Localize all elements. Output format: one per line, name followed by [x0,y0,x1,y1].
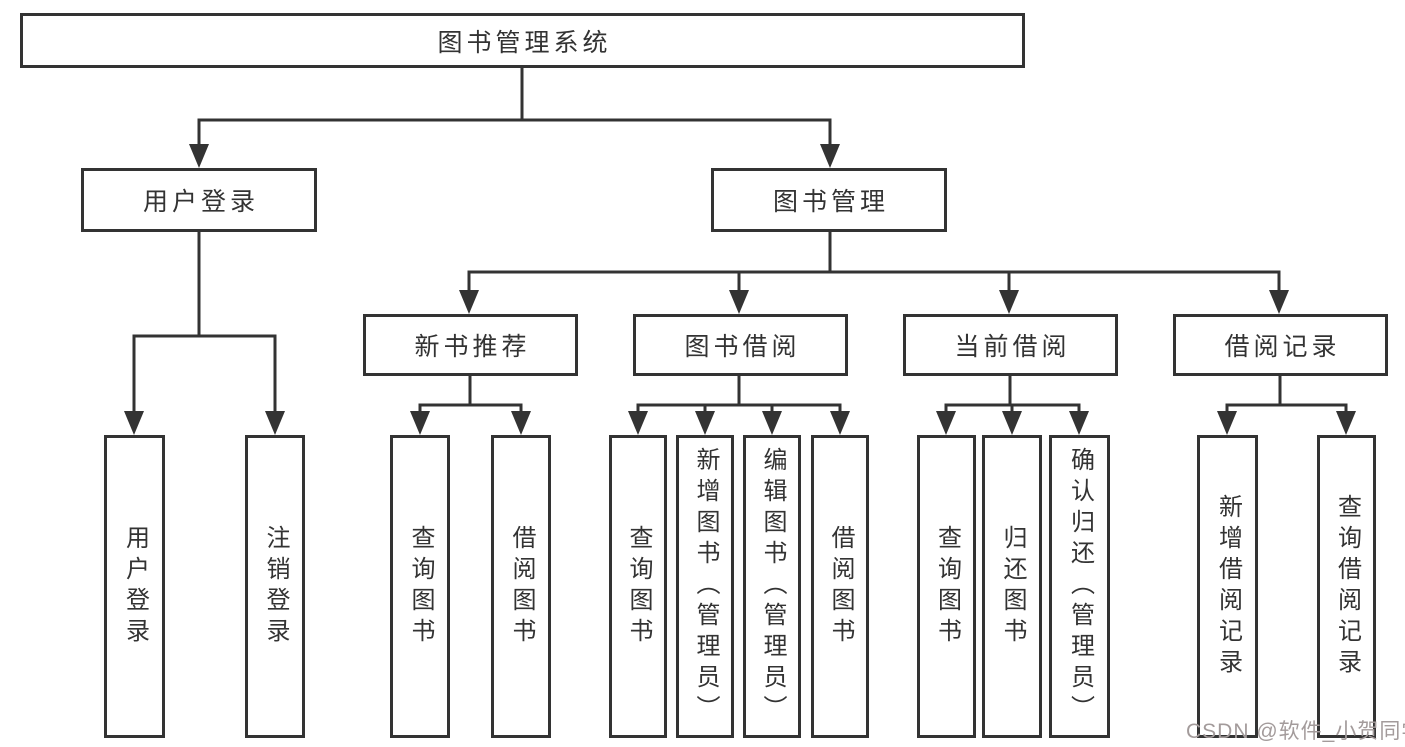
arrowhead [830,411,850,435]
node-root-label: 图书管理系统 [437,28,612,57]
node-book-borrow: 图书借阅 [633,314,848,376]
node-book-management-label: 图书管理 [772,188,889,216]
leaf-cb-query-books-label: 查询图书 [933,524,961,649]
leaf-user-login: 用户登录 [104,435,165,738]
leaf-br-add-record-label: 新增借阅记录 [1214,493,1242,680]
leaf-nbr-borrow-books-label: 借阅图书 [508,524,535,649]
leaf-nbr-query-books: 查询图书 [390,435,450,738]
arrowhead [1336,411,1356,435]
arrowhead [628,411,648,435]
leaf-nbr-borrow-books: 借阅图书 [491,435,551,738]
leaf-cb-return-books-label: 归还图书 [999,524,1026,649]
arrowhead [459,290,479,314]
leaf-cb-query-books: 查询图书 [917,435,976,738]
leaf-bb-query-books-label: 查询图书 [625,524,652,649]
leaf-user-login-label: 用户登录 [121,524,149,649]
leaf-bb-add-books-admin: 新增图书（管理员） [676,435,734,738]
node-user-login: 用户登录 [81,168,317,232]
leaf-cb-return-books: 归还图书 [982,435,1042,738]
arrowhead [1002,411,1022,435]
arrowhead [511,411,531,435]
connector-new-book-recommend [418,376,523,421]
node-current-borrow: 当前借阅 [903,314,1118,376]
node-user-login-label: 用户登录 [142,188,259,216]
leaf-cb-confirm-return-admin: 确认归还（管理员） [1049,435,1110,738]
leaf-br-query-record-label: 查询借阅记录 [1333,493,1361,680]
node-current-borrow-label: 当前借阅 [954,333,1071,361]
node-new-book-recommend-label: 新书推荐 [414,333,531,361]
connector-user-login [132,232,277,421]
connector-book-borrow [636,376,842,421]
node-root: 图书管理系统 [20,13,1025,68]
connector-borrow-records [1225,376,1348,421]
arrowhead [265,411,285,435]
leaf-bb-borrow-books-label: 借阅图书 [827,524,854,649]
arrowhead [124,411,144,435]
leaf-bb-borrow-books: 借阅图书 [811,435,869,738]
leaf-bb-add-books-admin-label: 新增图书（管理员） [692,447,719,726]
node-borrow-records-label: 借阅记录 [1224,333,1341,361]
leaf-cb-confirm-return-admin-label: 确认归还（管理员） [1066,447,1094,726]
leaf-nbr-query-books-label: 查询图书 [407,524,434,649]
leaf-bb-edit-books-admin-label: 编辑图书（管理员） [759,447,786,726]
arrowhead [936,411,956,435]
leaf-logout: 注销登录 [245,435,305,738]
csdn-watermark: CSDN @软件_小贺同学 [1186,720,1405,743]
arrowhead [820,144,840,168]
arrowhead [1217,411,1237,435]
node-book-borrow-label: 图书借阅 [684,333,801,361]
leaf-bb-query-books: 查询图书 [609,435,667,738]
arrowhead [729,290,749,314]
node-borrow-records: 借阅记录 [1173,314,1388,376]
node-book-management: 图书管理 [711,168,947,232]
leaf-bb-edit-books-admin: 编辑图书（管理员） [743,435,801,738]
arrowhead [762,411,782,435]
leaf-br-query-record: 查询借阅记录 [1317,435,1376,738]
arrowhead [695,411,715,435]
leaf-logout-label: 注销登录 [262,524,289,649]
arrowhead [189,144,209,168]
arrowhead [999,290,1019,314]
connector-root [197,68,832,152]
arrowhead [1269,290,1289,314]
node-new-book-recommend: 新书推荐 [363,314,578,376]
arrowhead [1069,411,1089,435]
arrowhead [410,411,430,435]
connector-book-management [467,232,1281,300]
leaf-br-add-record: 新增借阅记录 [1197,435,1258,738]
